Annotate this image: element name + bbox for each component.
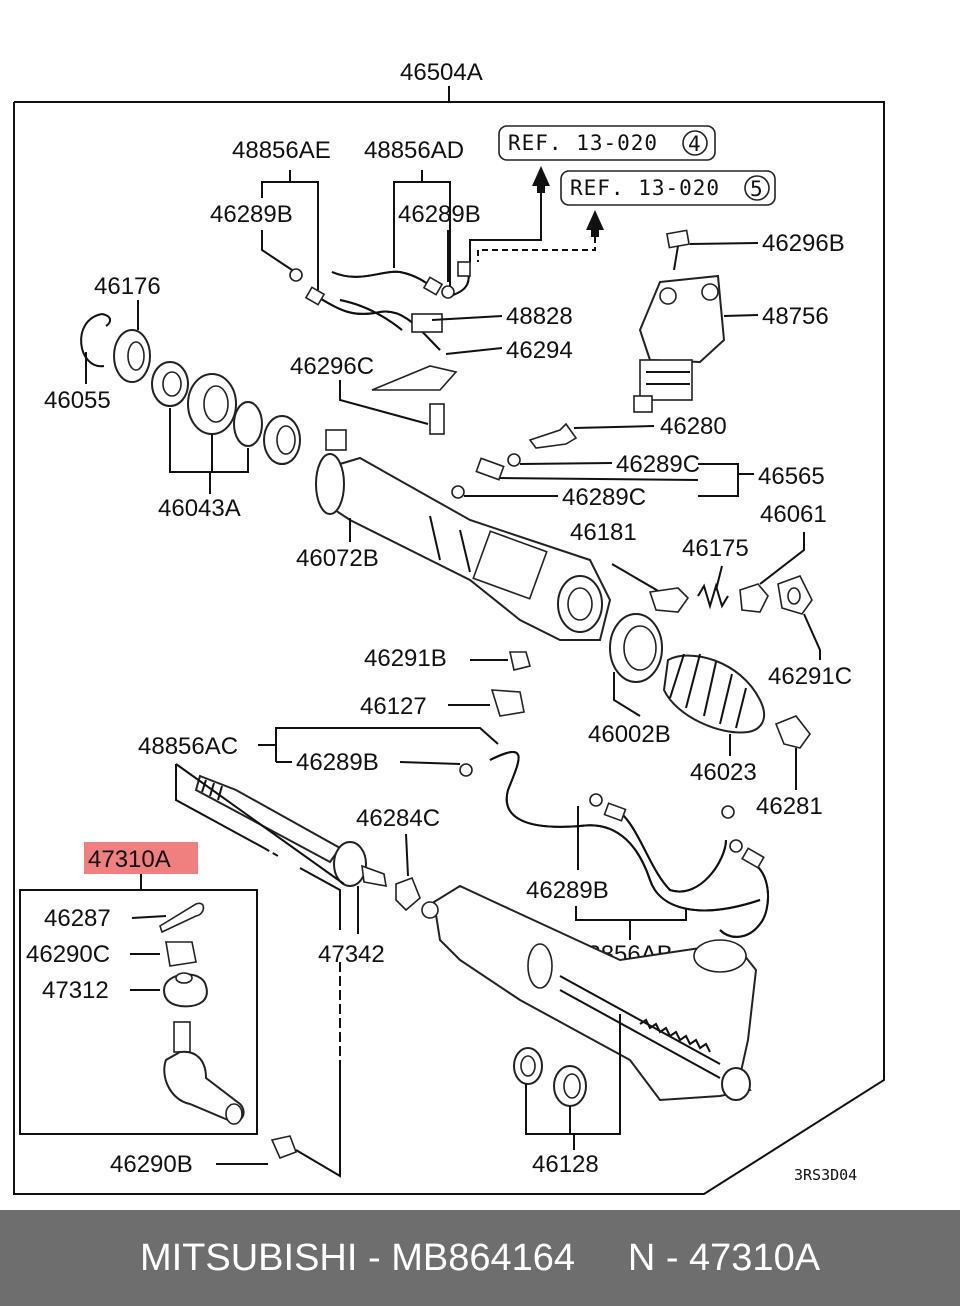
label-47310A[interactable]: 47310A — [88, 846, 171, 873]
label-46023: 46023 — [690, 759, 757, 786]
label-46565: 46565 — [758, 463, 825, 490]
label-46043A: 46043A — [158, 495, 241, 522]
brand: MITSUBISHI — [139, 1236, 358, 1279]
assembly-box-47310A — [19, 889, 258, 1135]
gap — [575, 1237, 628, 1280]
label-46175: 46175 — [682, 535, 749, 562]
label-46176: 46176 — [94, 273, 161, 300]
castle-nut-46290C[interactable] — [165, 941, 197, 967]
label-46290C: 46290C — [26, 941, 110, 968]
label-46296B: 46296B — [762, 230, 845, 257]
label-46128: 46128 — [532, 1151, 599, 1178]
nut-46284C[interactable] — [395, 876, 421, 912]
parts-diagram: 46504A 48856AE 48856AD 46289B 46289B REF… — [13, 59, 885, 1195]
position-number: 47310A — [689, 1236, 821, 1279]
gear-housing[interactable] — [421, 884, 758, 1102]
valve-48756[interactable] — [633, 274, 726, 413]
label-46289C: 46289C — [562, 484, 646, 511]
cotter-pin-46287[interactable] — [159, 902, 205, 934]
label-47312: 47312 — [42, 977, 109, 1004]
label-46296C: 46296C — [290, 353, 374, 380]
label-46291C: 46291C — [768, 663, 852, 690]
label-48756: 48756 — [762, 303, 829, 330]
footer-bar: MITSUBISHI - MB864164 N - 47310A — [0, 1210, 960, 1306]
label-46294: 46294 — [506, 337, 573, 364]
tie-rod-end-47310A[interactable] — [163, 1021, 245, 1125]
svg-text:REF. 13-020: REF. 13-020 — [508, 131, 658, 155]
diagram-code: 3RS3D04 — [794, 1166, 857, 1184]
label-46290B: 46290B — [110, 1151, 193, 1178]
label-46287: 46287 — [44, 905, 111, 932]
label-46289B: 46289B — [526, 877, 609, 904]
boot-46023[interactable] — [662, 653, 766, 734]
nut-46291B[interactable] — [509, 651, 531, 671]
reference-box-2[interactable]: REF. 13-020 5 — [560, 170, 776, 206]
label-46280: 46280 — [660, 413, 727, 440]
label-46281: 46281 — [756, 793, 823, 820]
label-46284C: 46284C — [356, 805, 440, 832]
label-47342: 47342 — [318, 941, 385, 968]
clamp-46281[interactable] — [774, 715, 811, 749]
reference-box-1[interactable]: REF. 13-020 4 — [498, 125, 716, 161]
label-46289B: 46289B — [210, 201, 293, 228]
label-46289C: 46289C — [616, 451, 700, 478]
spring-46175[interactable] — [697, 582, 729, 610]
nut-46290B[interactable] — [270, 1135, 298, 1160]
plug-46127[interactable] — [490, 689, 525, 717]
label-48856AC: 48856AC — [138, 733, 238, 760]
diagram-frame — [13, 101, 885, 1195]
svg-text:4: 4 — [688, 132, 702, 156]
label-46289B: 46289B — [398, 201, 481, 228]
svg-text:REF. 13-020: REF. 13-020 — [570, 176, 720, 200]
label-48856AD: 48856AD — [364, 137, 464, 164]
separator: - — [357, 1236, 392, 1279]
rack-housing-46072B[interactable] — [315, 429, 612, 641]
label-46061: 46061 — [760, 501, 827, 528]
part-number: MB864164 — [391, 1236, 576, 1279]
label-46055: 46055 — [44, 387, 111, 414]
part-46043A-c[interactable] — [233, 401, 263, 447]
label-46181: 46181 — [570, 519, 637, 546]
label-46291B: 46291B — [364, 645, 447, 672]
label-48828: 48828 — [506, 303, 573, 330]
label-46002B: 46002B — [588, 721, 671, 748]
label-46127: 46127 — [360, 693, 427, 720]
label-46072B: 46072B — [296, 545, 379, 572]
part-46061[interactable] — [739, 583, 769, 613]
tie-rod-47342[interactable] — [194, 774, 387, 887]
label-48856AE: 48856AE — [232, 137, 331, 164]
svg-text:5: 5 — [750, 177, 764, 201]
label-46289B: 46289B — [296, 749, 379, 776]
highlight-47310A — [84, 842, 198, 874]
pipe-48856AC — [489, 750, 769, 938]
label-46504A: 46504A — [400, 59, 483, 86]
part-46181[interactable] — [648, 587, 690, 613]
pipe-48856AE — [315, 267, 470, 351]
position-prefix: N - — [627, 1236, 690, 1279]
